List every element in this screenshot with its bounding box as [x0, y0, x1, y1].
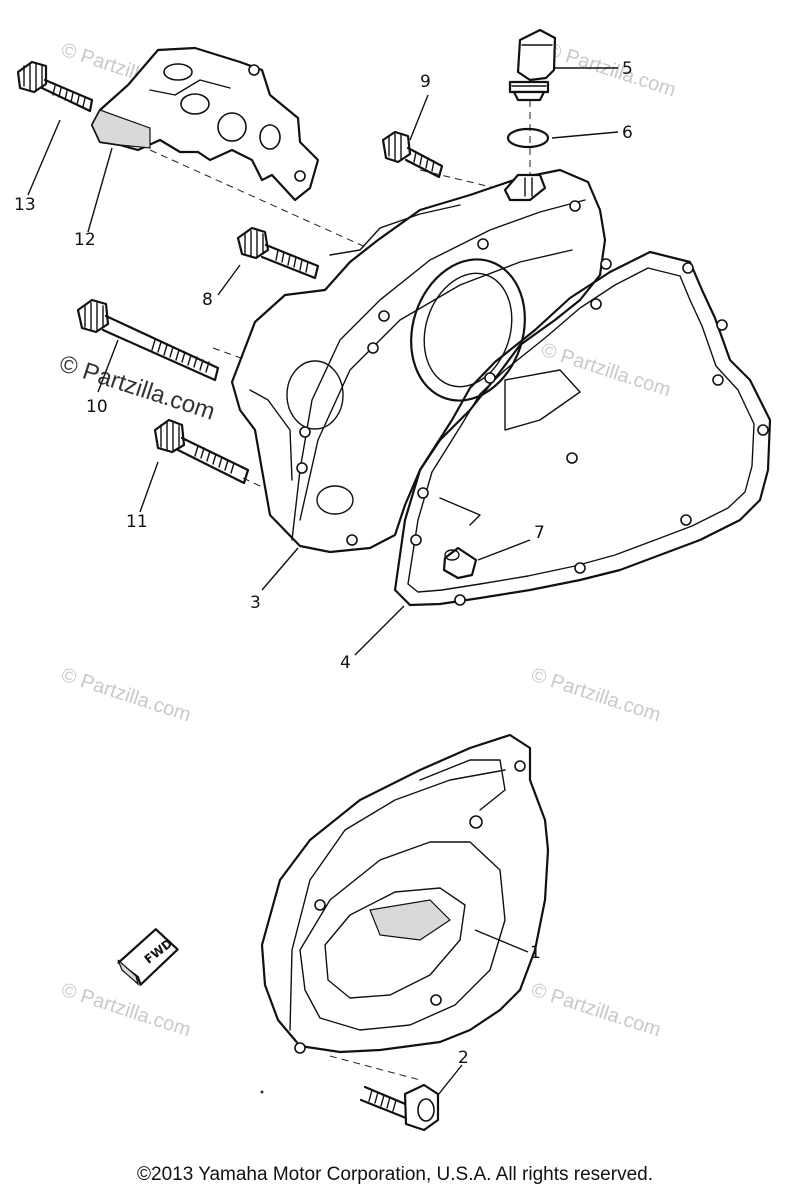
bolt-10 [76, 298, 220, 382]
bolt-8 [236, 226, 320, 280]
watermark-bold: © Partzilla.com [56, 350, 218, 426]
callout-5: 5 [622, 59, 633, 79]
watermark: © Partzilla.com [528, 979, 663, 1042]
watermark: © Partzilla.com [58, 664, 193, 727]
callout-1: 1 [530, 943, 541, 963]
outer-cover [260, 733, 550, 1054]
callout-2: 2 [458, 1048, 469, 1068]
bolt-2 [359, 1083, 440, 1132]
callout-3: 3 [250, 593, 261, 613]
callout-4: 4 [340, 653, 351, 673]
o-ring [506, 127, 550, 149]
crankcase-cover [230, 168, 612, 554]
leader-lines [27, 67, 619, 1096]
callout-10: 10 [86, 397, 108, 417]
callout-9: 9 [420, 72, 431, 92]
filler-cap [508, 28, 557, 102]
dowel-pin [442, 546, 478, 580]
stray-mark [260, 1090, 264, 1094]
callouts: 1 2 3 4 5 6 7 8 9 10 11 12 13 [14, 59, 633, 1068]
callout-12: 12 [74, 230, 96, 250]
bolt-9 [381, 130, 444, 179]
gasket [393, 250, 772, 607]
callout-11: 11 [126, 512, 148, 532]
watermark: © Partzilla.com [543, 39, 678, 102]
bolt-11 [153, 418, 250, 485]
bolt-13 [16, 60, 94, 113]
watermark: © Partzilla.com [58, 979, 193, 1042]
copyright-notice: ©2013 Yamaha Motor Corporation, U.S.A. A… [137, 1164, 653, 1185]
callout-13: 13 [14, 195, 36, 215]
callout-6: 6 [622, 123, 633, 143]
breather-cover-plate [90, 46, 320, 202]
watermark: © Partzilla.com [528, 664, 663, 727]
fwd-arrow: FWD [117, 928, 179, 986]
callout-8: 8 [202, 290, 213, 310]
callout-7: 7 [534, 523, 545, 543]
